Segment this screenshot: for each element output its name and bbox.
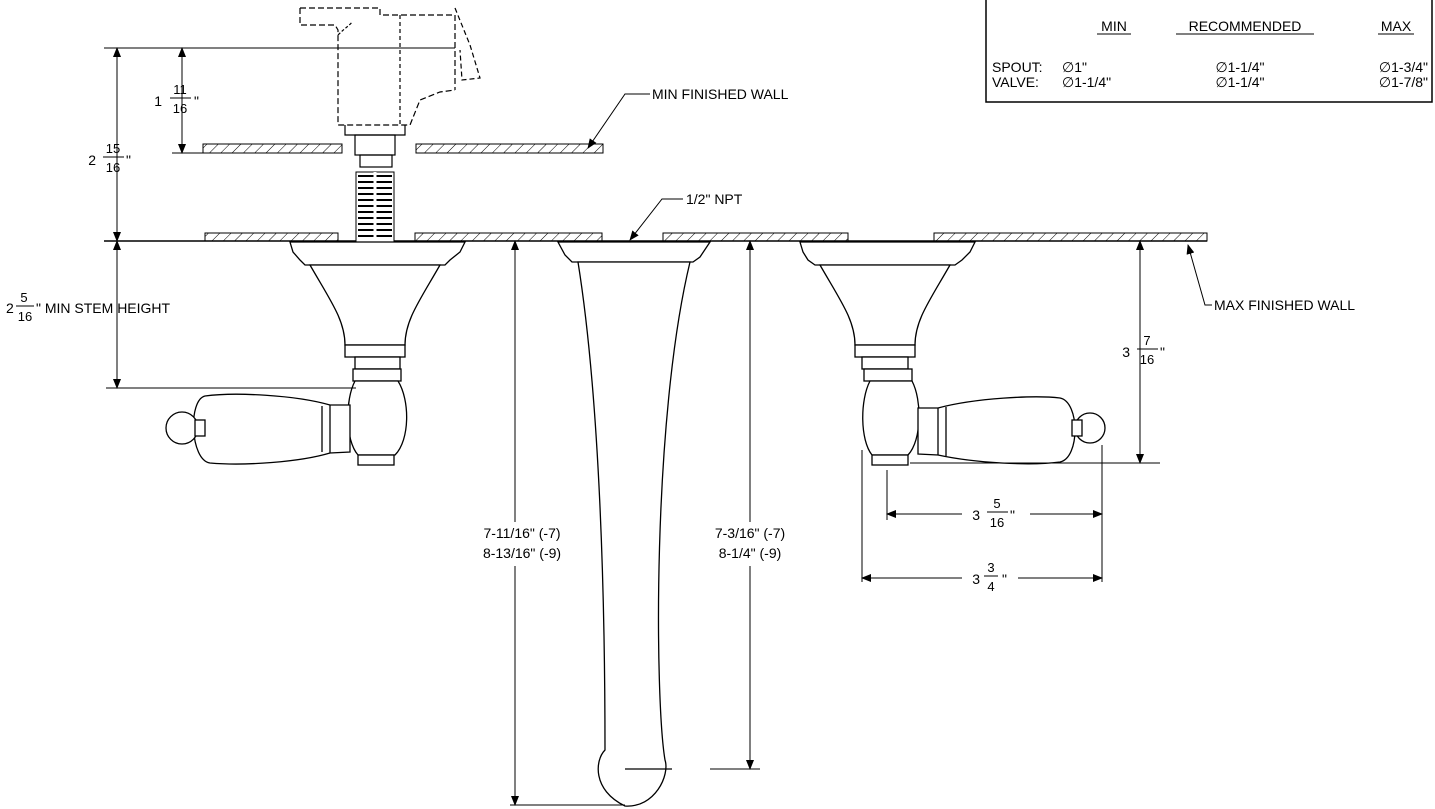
spout-length-right-2: 8-1/4" (-9) bbox=[719, 545, 782, 561]
svg-text:7: 7 bbox=[1143, 333, 1150, 348]
svg-text:5: 5 bbox=[993, 496, 1000, 511]
svg-text:16: 16 bbox=[106, 160, 120, 175]
svg-text:": " bbox=[126, 152, 131, 168]
svg-text:16: 16 bbox=[18, 309, 32, 324]
svg-text:5: 5 bbox=[20, 290, 27, 305]
row-spout-max: ∅1-3/4" bbox=[1379, 59, 1428, 75]
row-valve-min: ∅1-1/4" bbox=[1062, 74, 1111, 90]
svg-text:3: 3 bbox=[1122, 344, 1130, 360]
svg-text:3: 3 bbox=[972, 507, 980, 523]
svg-text:16: 16 bbox=[1140, 352, 1154, 367]
svg-text:2: 2 bbox=[88, 152, 96, 168]
svg-text:16: 16 bbox=[990, 515, 1004, 530]
svg-text:1: 1 bbox=[154, 93, 162, 109]
svg-text:3: 3 bbox=[987, 560, 994, 575]
dim-min-stem-height: 2 5 16 " MIN STEM HEIGHT bbox=[6, 290, 171, 324]
svg-text:": " bbox=[1160, 344, 1165, 360]
svg-text:15: 15 bbox=[106, 141, 120, 156]
dim-3-7-16: 3 7 16 " bbox=[1122, 333, 1165, 367]
row-valve-label: VALVE: bbox=[992, 74, 1039, 90]
left-handle-assembly bbox=[165, 241, 467, 466]
right-handle-assembly bbox=[799, 241, 1106, 466]
spout-length-left-1: 7-11/16" (-7) bbox=[483, 525, 560, 541]
row-spout-recommended: ∅1-1/4" bbox=[1215, 59, 1264, 75]
svg-text:": " bbox=[1010, 507, 1015, 523]
dim-3-3-4: 3 3 4 " bbox=[972, 560, 1007, 594]
label-min-finished-wall: MIN FINISHED WALL bbox=[652, 86, 789, 102]
spout-length-right-1: 7-3/16" (-7) bbox=[715, 525, 785, 541]
svg-text:16: 16 bbox=[173, 101, 187, 116]
svg-text:": " bbox=[194, 93, 199, 109]
table-header-min: MIN bbox=[1101, 18, 1127, 34]
svg-text:4: 4 bbox=[987, 579, 994, 594]
svg-text:" MIN STEM HEIGHT: " MIN STEM HEIGHT bbox=[36, 300, 171, 316]
row-spout-label: SPOUT: bbox=[992, 59, 1043, 75]
spout-length-left-2: 8-13/16" (-9) bbox=[483, 545, 561, 561]
row-valve-recommended: ∅1-1/4" bbox=[1215, 74, 1264, 90]
table-header-recommended: RECOMMENDED bbox=[1189, 18, 1302, 34]
max-finished-wall bbox=[104, 232, 1208, 242]
svg-text:3: 3 bbox=[972, 571, 980, 587]
threaded-stem bbox=[355, 171, 395, 243]
dim-3-5-16: 3 5 16 " bbox=[972, 496, 1015, 530]
svg-text:11: 11 bbox=[173, 82, 187, 97]
spec-table: MIN RECOMMENDED MAX SPOUT: ∅1" ∅1-1/4" ∅… bbox=[985, 0, 1433, 103]
row-spout-min: ∅1" bbox=[1062, 59, 1087, 75]
table-header-max: MAX bbox=[1381, 18, 1412, 34]
label-npt: 1/2" NPT bbox=[686, 191, 743, 207]
row-valve-max: ∅1-7/8" bbox=[1379, 74, 1428, 90]
min-finished-wall bbox=[202, 143, 604, 154]
dim-1-11-16: 1 11 16 " bbox=[154, 82, 199, 116]
spout bbox=[556, 241, 712, 807]
dim-2-15-16: 2 15 16 " bbox=[88, 141, 131, 175]
label-max-finished-wall: MAX FINISHED WALL bbox=[1214, 297, 1355, 313]
svg-text:2: 2 bbox=[6, 300, 14, 316]
svg-text:": " bbox=[1002, 571, 1007, 587]
